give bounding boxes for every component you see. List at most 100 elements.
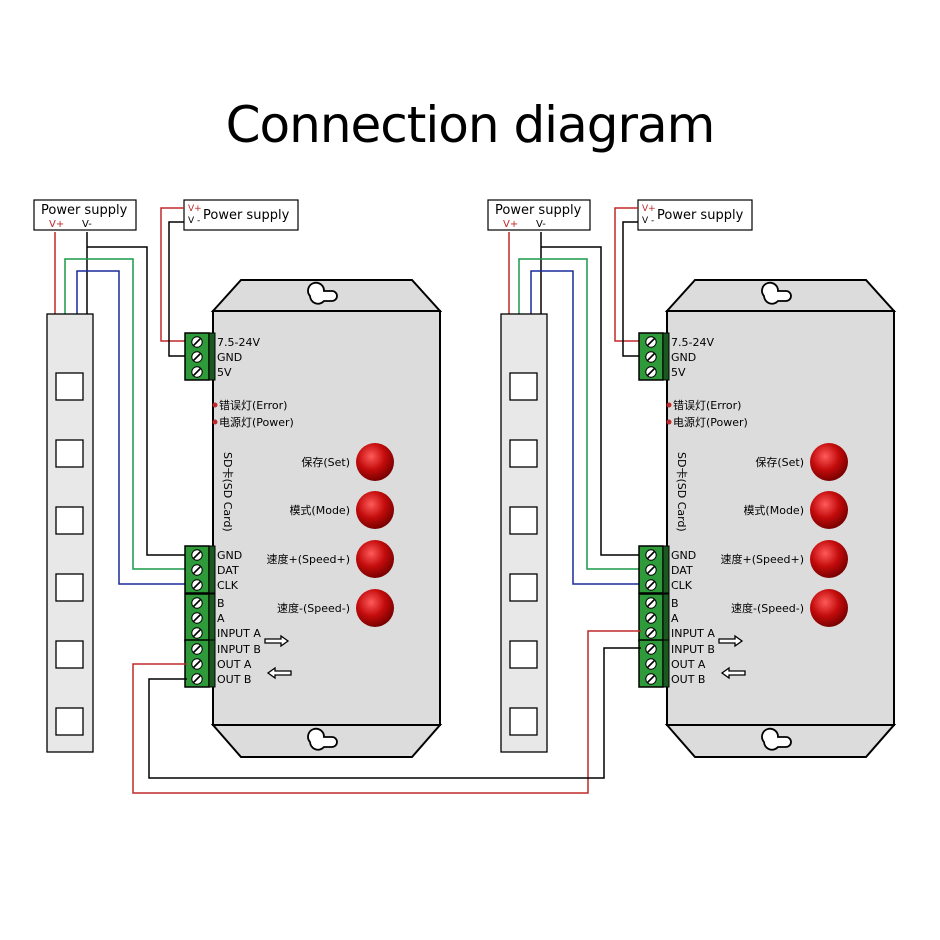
power-supply-box: [487, 199, 591, 231]
terminal-label: DAT: [671, 564, 693, 577]
screw-slot: [192, 580, 202, 590]
screw-slot: [646, 352, 656, 362]
terminal-label: DAT: [217, 564, 239, 577]
button-icon: [356, 491, 394, 529]
diagram-title: Connection diagram: [225, 96, 716, 154]
mode-button: 模式(Mode): [289, 491, 394, 529]
button-icon: [356, 443, 394, 481]
button-label: 保存(Set): [755, 455, 804, 469]
led-pixel: [509, 372, 538, 401]
terminal-label: INPUT B: [217, 643, 261, 656]
screw-slot: [192, 644, 202, 654]
terminal-label: 5V: [671, 366, 686, 379]
io-terminal-a: BA INPUT A: [638, 593, 715, 642]
terminal-edge: [662, 639, 670, 688]
indicator-led-icon: [212, 402, 218, 408]
terminal-label: B: [671, 597, 679, 610]
terminal-label: A: [671, 612, 679, 625]
power-led-label: 电源灯(Power): [673, 415, 748, 429]
screw-slot: [646, 550, 656, 560]
button-icon: [356, 589, 394, 627]
error-led-label: 错误灯(Error): [673, 398, 741, 412]
button-label: 速度-(Speed-): [731, 601, 804, 615]
wire-clk: [530, 270, 641, 585]
terminal-label: 7.5-24V: [671, 336, 714, 349]
terminal-edge: [662, 332, 670, 381]
controller-power-supply: V+V -Power supply: [183, 199, 299, 231]
vminus-label: V-: [536, 219, 546, 230]
screw-slot: [192, 598, 202, 608]
vplus-label: V+: [49, 219, 64, 230]
wire-dat: [518, 258, 641, 570]
keyhole-icon: [761, 281, 792, 305]
housing-body: [666, 310, 895, 726]
terminal-label: OUT A: [217, 658, 252, 671]
vminus-label: V -: [188, 216, 200, 226]
screw-slot: [192, 550, 202, 560]
button-icon: [810, 491, 848, 529]
wire-dat: [64, 258, 187, 570]
screw-slot: [646, 644, 656, 654]
terminal-label: A: [217, 612, 225, 625]
screw-slot: [192, 352, 202, 362]
vplus-label: V+: [188, 204, 202, 214]
terminal-label: CLK: [217, 579, 239, 592]
button-icon: [810, 443, 848, 481]
terminal-label: INPUT A: [217, 627, 261, 640]
terminal-edge: [208, 593, 216, 642]
screw-slot: [192, 565, 202, 575]
power-terminal: 7.5-24V GND 5V: [638, 332, 714, 381]
screw-slot: [646, 628, 656, 638]
terminal-label: OUT B: [671, 673, 705, 686]
terminal-label: 5V: [217, 366, 232, 379]
keyhole-icon: [761, 727, 792, 751]
terminal-label: OUT A: [671, 658, 706, 671]
set-button: 保存(Set): [755, 443, 848, 481]
led-strip: [46, 313, 94, 753]
screw-slot: [192, 659, 202, 669]
led-pixel: [55, 573, 84, 602]
terminal-edge: [208, 545, 216, 594]
terminal-label: 7.5-24V: [217, 336, 260, 349]
vminus-label: V-: [82, 219, 92, 230]
screw-slot: [646, 367, 656, 377]
button-label: 速度+(Speed+): [267, 552, 351, 566]
wire-ctrl-vminus: [168, 221, 187, 357]
wire-out-a-to-input-a: [132, 630, 641, 794]
wire-ctrl-vplus: [614, 207, 641, 342]
sd-card-label: SD卡(SD Card): [221, 452, 234, 532]
io-terminal-a: BA INPUT A: [184, 593, 261, 642]
output-arrow: [266, 666, 292, 680]
power-supply-label: Power supply: [657, 208, 744, 223]
arrow-right-icon: [264, 634, 290, 648]
led-strip: [500, 313, 548, 753]
terminal-label: CLK: [671, 579, 693, 592]
terminal-label: INPUT A: [671, 627, 715, 640]
led-pixel: [55, 640, 84, 669]
speed-up-button: 速度+(Speed+): [721, 540, 848, 578]
led-pixel: [55, 707, 84, 736]
indicator-led-icon: [666, 419, 672, 425]
screw-slot: [192, 337, 202, 347]
mode-button: 模式(Mode): [743, 491, 848, 529]
button-icon: [810, 589, 848, 627]
led-pixel: [509, 506, 538, 535]
wire-gnd: [87, 246, 187, 556]
terminal-label: OUT B: [217, 673, 251, 686]
power-supply-box: [33, 199, 137, 231]
screw-slot: [192, 367, 202, 377]
indicator-led-icon: [666, 402, 672, 408]
led-pixel: [509, 439, 538, 468]
screw-slot: [192, 628, 202, 638]
controller-power-supply: V+V -Power supply: [637, 199, 753, 231]
terminal-label: GND: [671, 351, 696, 364]
set-button: 保存(Set): [301, 443, 394, 481]
screw-slot: [646, 598, 656, 608]
vplus-label: V+: [642, 204, 656, 214]
terminal-label: B: [217, 597, 225, 610]
button-icon: [810, 540, 848, 578]
sd-card-label: SD卡(SD Card): [675, 452, 688, 532]
